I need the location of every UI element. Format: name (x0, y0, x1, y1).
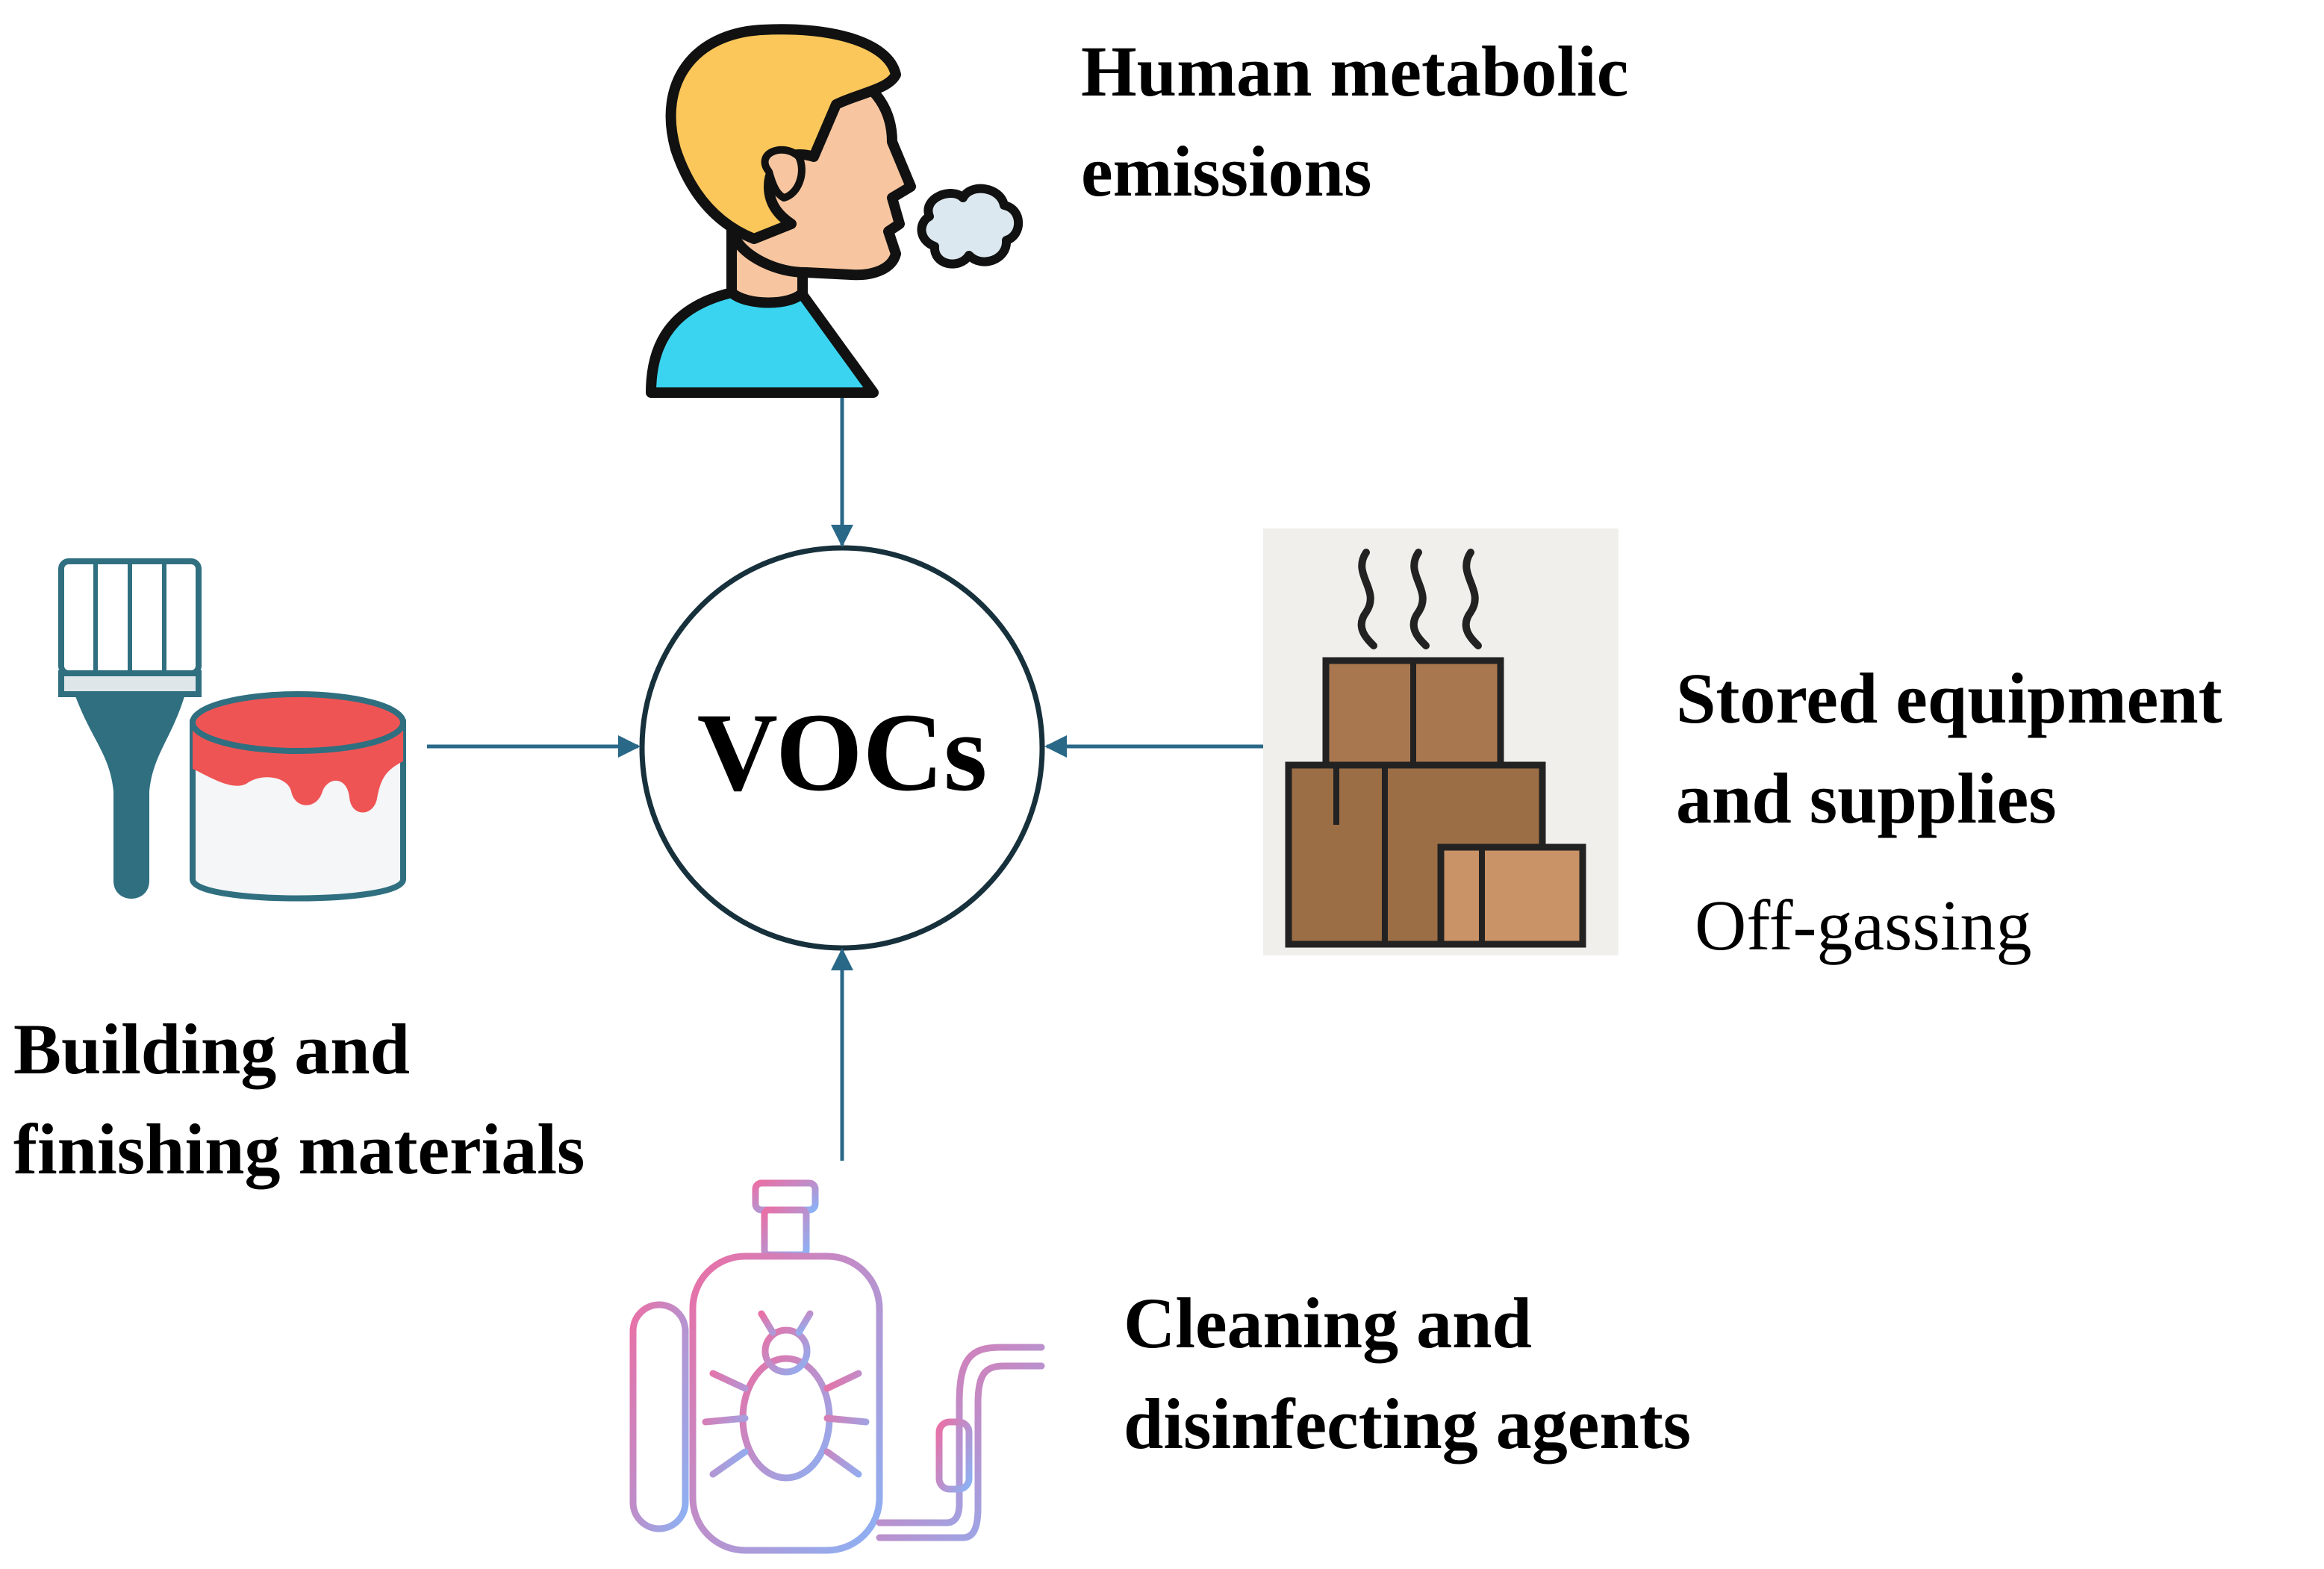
human-label-line1: Human metabolic (1081, 31, 1628, 111)
pesticide-sprayer-icon (629, 1179, 1045, 1554)
stored-label-line2: and supplies (1676, 758, 2057, 838)
vocs-node: VOCs (639, 545, 1045, 951)
human-label-line2: emissions (1081, 131, 1371, 211)
stored-label-line1: Stored equipment (1676, 658, 2222, 738)
arrows (427, 396, 1263, 1161)
paintbrush-and-paint-can-icon (58, 558, 406, 902)
steaming-boxes-icon (1263, 528, 1619, 955)
building-label-line2: finishing materials (13, 1109, 585, 1189)
stored-note: Off-gassing (1695, 885, 2032, 965)
cleaning-label-line1: Cleaning and (1124, 1283, 1532, 1363)
building-label-line1: Building and (13, 1009, 410, 1089)
vocs-label: VOCs (697, 690, 988, 814)
cleaning-label-line2: disinfecting agents (1124, 1384, 1691, 1464)
person-exhaling-icon (646, 24, 1024, 398)
